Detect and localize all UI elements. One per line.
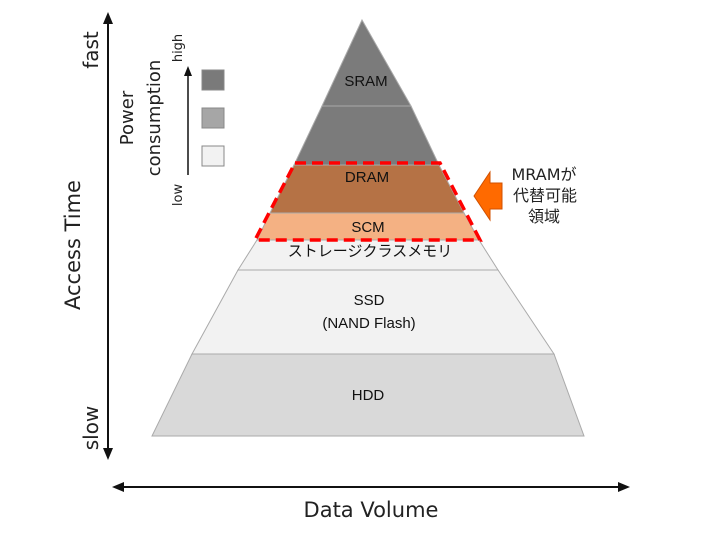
label-hdd: HDD [352, 387, 385, 404]
label-storage-class: ストレージクラスメモリ [288, 243, 452, 260]
layer-sram-lower [293, 105, 440, 166]
legend-swatch-medium [201, 107, 225, 129]
callout-line-3: 領域 [528, 207, 560, 226]
mram-replaceable-region [252, 161, 483, 242]
callout-arrow [473, 170, 503, 222]
horizontal-axis-title: Data Volume [304, 498, 439, 522]
label-nand-flash: (NAND Flash) [322, 315, 415, 332]
layer-ssd [191, 269, 555, 355]
layer-hdd [151, 353, 585, 437]
legend-arrow-head [184, 66, 192, 76]
label-scm: SCM [351, 219, 384, 236]
layer-sram [321, 18, 412, 107]
legend-swatch-high [201, 69, 225, 91]
callout-line-1: MRAMが [511, 165, 576, 184]
callout-line-2: 代替可能 [513, 186, 577, 205]
legend-swatch-low [201, 145, 225, 167]
legend-title-consumption: consumption [144, 60, 165, 177]
horizontal-axis [112, 482, 630, 492]
legend-low-label: low [171, 184, 186, 207]
label-ssd: SSD [354, 292, 385, 309]
label-dram: DRAM [345, 169, 389, 186]
label-sram: SRAM [344, 73, 387, 90]
legend-title-power: Power [117, 90, 138, 145]
vertical-axis-title: Access Time [61, 180, 85, 310]
power-legend: Power consumption high low [117, 34, 225, 207]
legend-high-label: high [171, 34, 186, 62]
axis-label-fast: fast [79, 31, 103, 69]
vertical-axis [103, 12, 113, 460]
axis-label-slow: slow [79, 406, 103, 451]
